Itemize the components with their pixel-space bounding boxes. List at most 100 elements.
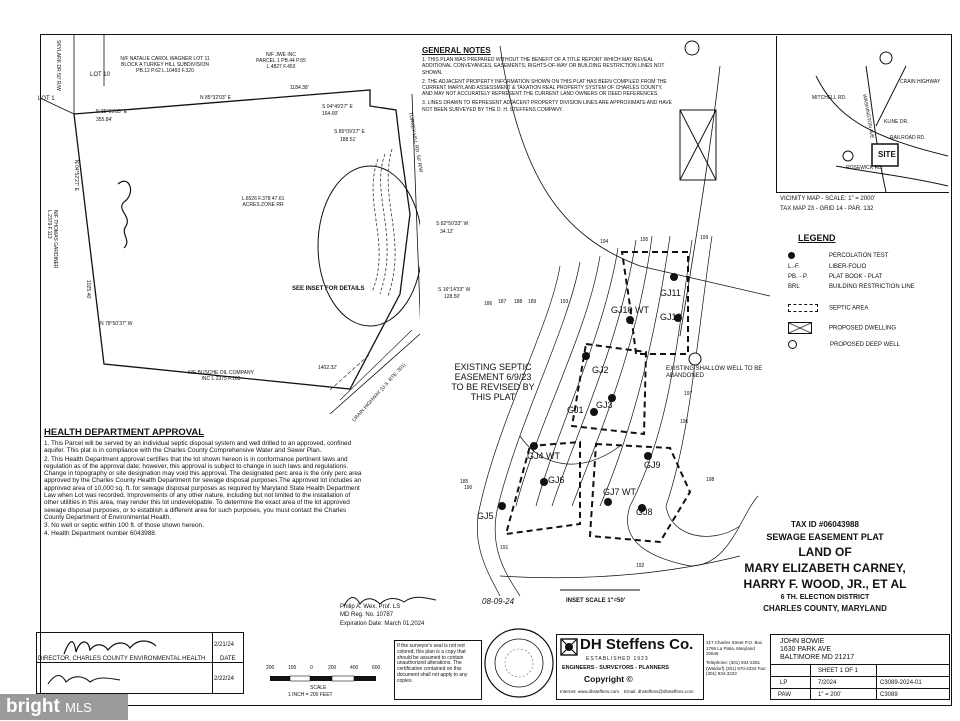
existing-well-label: EXISTING SHALLOW WELL TO BE ABANDONED [666, 366, 763, 379]
client-box [770, 634, 950, 700]
road-label: MITCHELL RD. [812, 95, 847, 101]
vicinity-caption: VICINITY MAP - SCALE: 1" = 2000' [780, 196, 875, 202]
notes-heading: GENERAL NOTES [422, 46, 491, 55]
contour-label: 197 [684, 391, 693, 397]
adjoiner-label: N/F NATALIE CAROL WAGNER LOT 11 BLOCK A … [120, 56, 210, 74]
distance-label: 128.50' [444, 294, 461, 300]
gj-label: GJ5 [477, 511, 494, 521]
signature-date: 2/21/24 [214, 642, 235, 648]
scale-tick: 200 [328, 665, 337, 671]
plat-type: SEWAGE EASEMENT PLAT [766, 532, 884, 542]
perc-test-icon [788, 252, 795, 259]
adjoiner-label: N/F THOMAS GARDINER L.2379 F.113 [46, 210, 58, 269]
legend-item: PROPOSED DWELLING [788, 322, 896, 334]
adjoiner-label: N/F BUSCHE OIL COMPANY INC L.2375 F.165 [188, 370, 254, 382]
distance-label: 355.84' [96, 117, 113, 123]
copy-notice: If the surveyor's seal is not red colore… [397, 643, 468, 684]
surveyor-expiration: Expiration Date: March 01,2024 [340, 621, 425, 627]
contour-line [551, 239, 637, 507]
perc-test [674, 314, 682, 322]
scale-tick: 0 [310, 665, 313, 671]
lot-label: LOT 10 [90, 72, 110, 78]
company-copyright: Copyright © [584, 674, 633, 684]
perc-test [498, 502, 506, 510]
health-item: 3. No well or septic within 100 ft. of t… [44, 522, 204, 530]
distance-label: 34.12' [440, 229, 454, 235]
site-plan [40, 34, 420, 415]
copy-notice-box [394, 640, 482, 700]
proposed-dwelling [679, 109, 717, 181]
site-marker [871, 143, 899, 167]
existing-easement-label: EXISTING SEPTIC EASEMENT 6/9/23 TO BE RE… [451, 362, 535, 402]
gj-label: GJ8 [636, 507, 653, 517]
road-label: KLINE DR. [884, 119, 909, 125]
surveyor-reg: MD Reg. No. 10787 [340, 612, 394, 618]
health-item: 4. Health Department number 6043988. [44, 529, 157, 537]
company-block [556, 634, 704, 700]
title-block: TAX ID #06043988 SEWAGE EASEMENT PLAT LA… [700, 520, 950, 613]
legend-item: L.-F.LIBER-FOLIO [788, 264, 867, 270]
legend-item: PERCOLATION TEST [788, 252, 888, 259]
contour-label: 195 [640, 237, 649, 243]
gj-label: GJ9 [644, 460, 661, 470]
contour-label: 189 [528, 299, 537, 305]
gj-label: GJ10 WT [611, 305, 650, 315]
inset-circle [317, 165, 420, 327]
director-label: DIRECTOR, CHARLES COUNTY ENVIRONMENTAL H… [38, 656, 206, 662]
gj-label: GJ7 WT [603, 487, 636, 497]
company-email: Email: dhsteffens@dhsteffens.com [624, 689, 694, 694]
see-inset-label: SEE INSET FOR DETAILS [292, 286, 365, 292]
scale-tick: 600 [372, 665, 381, 671]
contour-line [571, 235, 653, 507]
owner-line: HARRY F. WOOD, JR., ET AL [743, 577, 907, 591]
scale-tick: 200 [266, 665, 275, 671]
company-established: ESTABLISHED 1923 [586, 656, 649, 662]
bearing-label: S 82°50'33" W [436, 221, 469, 227]
contour-label: 186 [484, 301, 493, 307]
distance-label: 1184.38' [290, 85, 309, 91]
drawn-by: LP [780, 680, 788, 686]
dwelling-icon [788, 322, 812, 334]
surveyor-seal [484, 628, 554, 698]
bearing-label: N 04°52'27" E [73, 160, 79, 192]
legend-item: PB. - P.PLAT BOOK - PLAT [788, 274, 883, 280]
contour-label: 190 [464, 485, 473, 491]
note-item: 2. THE ADJACENT PROPERTY INFORMATION SHO… [422, 78, 667, 98]
septic-area [620, 251, 689, 355]
client-address: 1630 PARK AVE [780, 646, 832, 653]
bearing-label: S 16°14'33" W [438, 287, 471, 293]
contour-label: 196 [680, 419, 689, 425]
distance-label: 164.00' [322, 111, 339, 117]
gj-label: GJ3 [596, 400, 613, 410]
contour-line [515, 255, 601, 507]
contour-line [535, 247, 619, 507]
surveyor-name: Philip A. Wex, Prof. LS [340, 604, 401, 610]
vicinity-map [776, 36, 949, 193]
client-name: JOHN BOWIE [780, 638, 825, 645]
inset-plan [476, 40, 770, 597]
septic-area-icon [788, 304, 818, 312]
tax-map-label: TAX MAP 23 - GRID 14 - PAR. 132 [780, 206, 874, 212]
surveyor-signature [343, 596, 437, 607]
adjoiner-label: N/F JWE INC PARCEL 1 PB.44 P.55 L.4827 F… [256, 52, 306, 70]
well-icon [788, 340, 797, 349]
bearing-label: N 85°09'33" E [96, 109, 128, 115]
contour-line [476, 265, 561, 597]
checked-by: PAW [778, 692, 791, 698]
signature-date: 2/22/24 [214, 676, 235, 682]
company-internet: Internet: www.dhsteffens.com [560, 689, 619, 694]
perc-test [626, 316, 634, 324]
health-notes: 1. This Parcel will be served by an indi… [44, 440, 362, 537]
perc-test [530, 442, 538, 450]
bearing-label: N 85°32'03" E [200, 95, 232, 101]
septic-area [588, 442, 692, 544]
gj-label: GJ2 [592, 365, 609, 375]
election-district: 6 TH. ELECTION DISTRICT [780, 594, 870, 601]
septic-area [504, 440, 581, 536]
scale-bar [270, 675, 376, 682]
road-label: CRAIN HIGHWAY [900, 79, 941, 85]
director-signature [63, 640, 157, 655]
gj-label: GJ12 [660, 312, 682, 322]
well-symbol [688, 352, 702, 366]
contour-label: 192 [636, 563, 645, 569]
